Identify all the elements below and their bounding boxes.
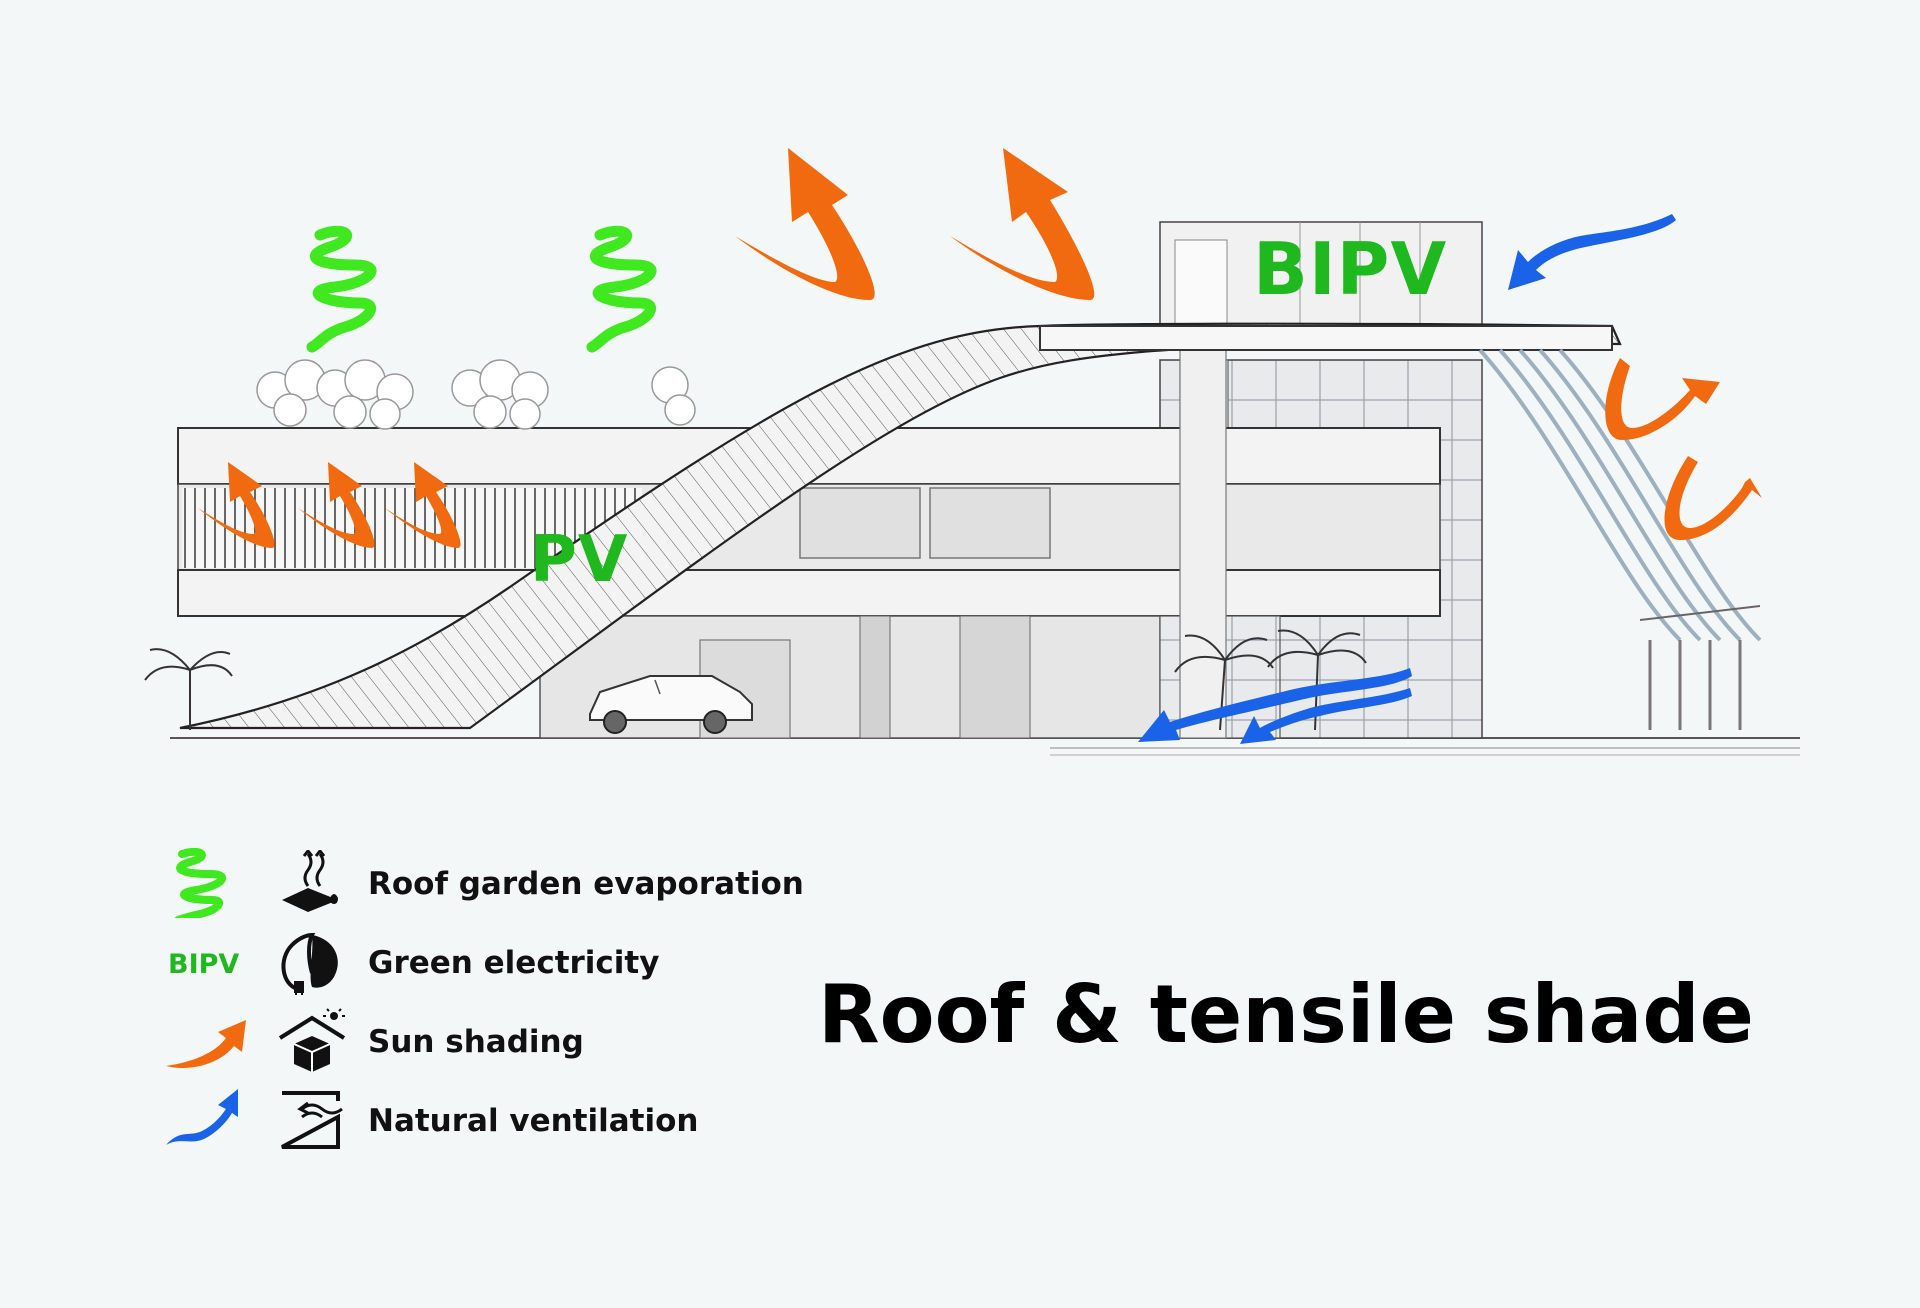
page-title: Roof & tensile shade: [818, 968, 1754, 1061]
evaporation-swirls: [306, 225, 657, 353]
blue-arrow-icon: [166, 1089, 238, 1145]
pv-ramp: [179, 322, 1622, 730]
tensile-shade: [1478, 348, 1762, 730]
house-sun-icon: [278, 1008, 346, 1072]
roof-garden-shrubs: [256, 359, 696, 430]
leaf-plug-icon: [281, 932, 338, 995]
pv-label: PV: [530, 523, 629, 597]
green-swirl-icon: [174, 848, 227, 918]
legend-item-evaporation: Roof garden evaporation: [160, 848, 860, 918]
bipv-symbol: BIPV: [168, 949, 240, 980]
legend-label: Green electricity: [368, 945, 660, 981]
window-airflow-icon: [281, 1091, 343, 1149]
evaporation-icon: [282, 850, 338, 912]
legend-item-sun-shading: Sun shading: [160, 1006, 860, 1076]
legend-label: Sun shading: [368, 1024, 584, 1060]
legend-item-natural-ventilation: Natural ventilation: [160, 1085, 860, 1155]
legend-label: Roof garden evaporation: [368, 866, 804, 902]
legend-label: Natural ventilation: [368, 1103, 699, 1139]
ground: [170, 737, 1800, 756]
car: [589, 675, 753, 734]
legend: Roof garden evaporation BIPV Green elect…: [160, 848, 860, 1168]
bipv-label: BIPV: [1253, 227, 1448, 311]
ventilation-arrows: [1138, 214, 1676, 744]
orange-arrow-icon: [166, 1020, 246, 1068]
legend-item-green-electricity: BIPV Green electricity: [160, 927, 860, 997]
sun-shading-arrows: [198, 148, 1762, 548]
